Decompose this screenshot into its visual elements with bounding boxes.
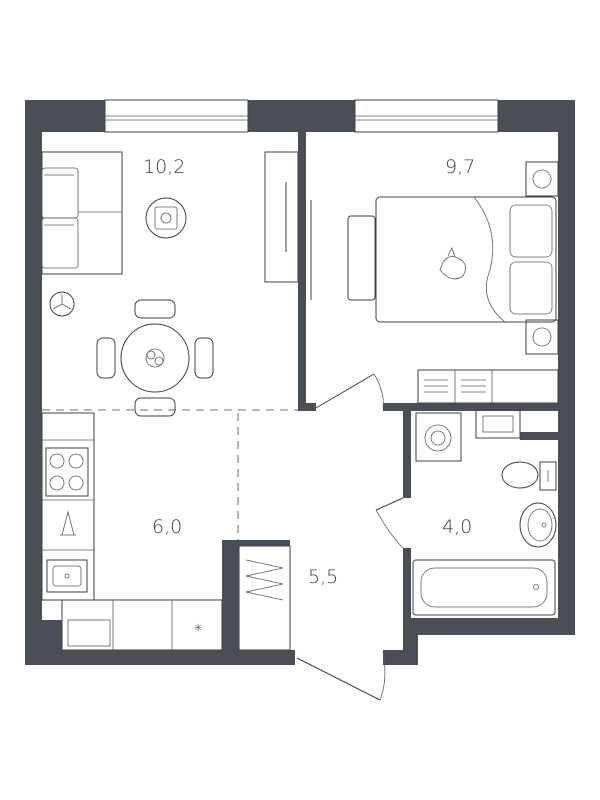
window-living xyxy=(104,99,249,133)
bed-icon xyxy=(375,196,557,323)
wall-hall-wardrobe-top xyxy=(222,540,290,546)
window-bedroom xyxy=(354,99,499,133)
wall-bathroom-lower xyxy=(403,548,411,633)
bench-icon xyxy=(347,215,376,301)
kitchen-counter xyxy=(41,412,95,601)
wall-bedroom-bottom-stub xyxy=(298,403,316,411)
tv-cabinet-icon xyxy=(264,151,299,283)
wall-bathroom-upper xyxy=(403,403,411,498)
bathtub-icon xyxy=(412,559,556,616)
bathroom-cabinet-icon xyxy=(475,409,521,439)
wall-hall-column xyxy=(222,540,239,665)
chair-bottom xyxy=(134,397,176,417)
chair-left xyxy=(96,337,116,379)
wall-partition-living-bedroom xyxy=(298,132,306,408)
kitchen-area: 6,0 xyxy=(152,516,182,538)
sofa-icon xyxy=(41,151,123,275)
plant-icon xyxy=(145,348,165,368)
walls xyxy=(25,100,575,665)
door-bathroom xyxy=(375,497,404,549)
pillow-bottom xyxy=(509,261,553,315)
door-bedroom xyxy=(315,373,384,409)
washbasin-icon xyxy=(519,502,557,548)
wall-bottom-right xyxy=(403,618,575,635)
side-table-icon xyxy=(145,197,187,239)
stove-icon xyxy=(45,447,89,497)
doors xyxy=(296,373,404,701)
chair-top xyxy=(134,299,176,319)
sink-icon xyxy=(46,559,88,593)
wardrobe-bedroom-icon xyxy=(417,369,559,404)
washing-machine-icon xyxy=(415,412,462,462)
living-room-area: 10,2 xyxy=(143,156,185,178)
range-hood-icon xyxy=(60,510,76,536)
wall-bathroom-niche xyxy=(520,432,558,440)
windows xyxy=(104,99,499,133)
zone-dividers xyxy=(42,409,298,540)
toilet-icon xyxy=(501,461,557,491)
outlet-icon: ✳ xyxy=(194,623,202,634)
wall-kitchen-pocket xyxy=(42,620,62,650)
door-entrance xyxy=(296,651,386,701)
nightstand-bottom-icon xyxy=(525,319,559,355)
hall-area: 5,5 xyxy=(308,566,338,588)
wardrobe-icon xyxy=(238,545,291,651)
pillow-top xyxy=(509,204,553,258)
floor-lamp-icon xyxy=(49,291,75,317)
dining-table-icon xyxy=(96,299,214,417)
wall-bottom-left xyxy=(25,650,295,665)
wall-bedroom-bottom xyxy=(383,403,558,411)
chair-right xyxy=(194,337,214,379)
wall-right xyxy=(558,100,575,635)
nightstand-top-icon xyxy=(525,161,559,197)
bathroom-area: 4,0 xyxy=(442,516,472,538)
wall-top-middle xyxy=(248,100,355,132)
wall-left xyxy=(25,100,42,665)
fox-figure-icon xyxy=(439,246,466,280)
bedroom-area: 9,7 xyxy=(445,156,475,178)
lower-cabinets: ✳ xyxy=(61,599,223,651)
